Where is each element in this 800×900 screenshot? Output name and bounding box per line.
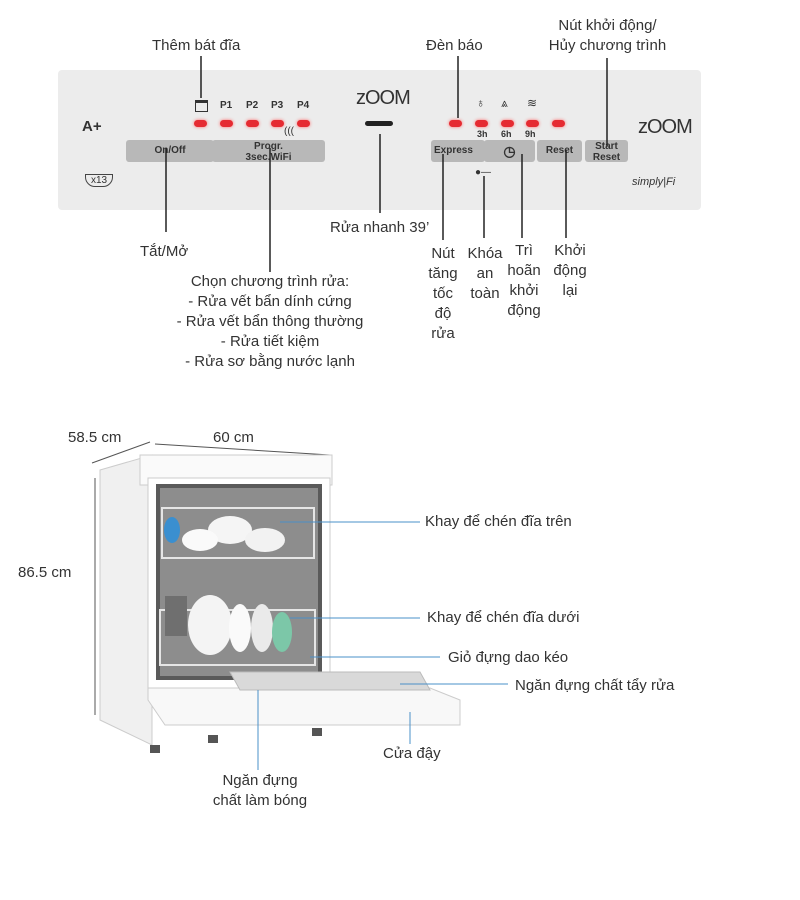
led-indicator-2: [475, 120, 488, 127]
express-button[interactable]: Express: [431, 140, 485, 162]
label-express: Nút tăng tốc độ rửa: [428, 245, 458, 342]
program-p4: P4: [297, 100, 310, 111]
led-p3: [271, 120, 284, 127]
reset-button[interactable]: Reset: [537, 140, 582, 162]
salt-icon: ♁: [476, 96, 485, 110]
label-delay-start: Trì hoãn khởi động: [507, 242, 541, 319]
zoom-logo-right: zOOM: [638, 116, 693, 138]
program-button[interactable]: Progr. 3sec.WiFi: [212, 140, 325, 163]
led-p1: [220, 120, 233, 127]
led-p2: [246, 120, 259, 127]
led-p4: [297, 120, 310, 127]
label-detergent: Ngăn đựng chất tẩy rửa: [515, 677, 675, 694]
zoom-logo: zOOM: [356, 87, 411, 109]
simply-fi-logo: simply|Fi: [632, 176, 676, 188]
label-indicator-lights: Đèn báo: [426, 37, 483, 54]
clock-icon: ◷: [503, 143, 516, 159]
program-p1: P1: [220, 100, 233, 111]
label-cutlery-basket: Giỏ đựng dao kéo: [448, 649, 569, 666]
rinse-icon: ⩓: [501, 96, 508, 110]
label-quick-wash: Rửa nhanh 39’: [330, 219, 430, 236]
key-lock-icon: ●—: [475, 167, 492, 178]
label-on-off: Tắt/Mở: [140, 243, 189, 260]
delay-3h: 3h: [477, 129, 488, 139]
wifi-icon: (((: [284, 126, 294, 137]
label-add-dishes: Thêm bát đĩa: [152, 37, 241, 54]
energy-label-logo: A+: [82, 118, 102, 135]
start-reset-button[interactable]: Start Reset: [585, 140, 628, 163]
label-child-lock: Khóa an toàn: [467, 245, 503, 302]
led-indicator-4: [526, 120, 539, 127]
label-reset: Khởi động lại: [553, 242, 587, 299]
label-upper-rack: Khay để chén đĩa trên: [425, 513, 572, 530]
steam-icon: ≋: [527, 96, 538, 110]
label-program-select: Chọn chương trình rửa: - Rửa vết bẩn dín…: [176, 273, 364, 370]
program-p2: P2: [246, 100, 259, 111]
dimension-depth: 58.5 cm: [68, 429, 122, 446]
quick-wash-indicator: [365, 121, 393, 126]
on-off-button[interactable]: On/Off: [126, 140, 214, 162]
label-lower-rack: Khay để chén đĩa dưới: [427, 609, 580, 626]
program-p3: P3: [271, 100, 284, 111]
led-indicator-3: [501, 120, 514, 127]
delay-6h: 6h: [501, 129, 512, 139]
dimension-height: 86.5 cm: [18, 564, 72, 581]
label-rinse-aid: Ngăn đựng chất làm bóng: [212, 772, 308, 809]
label-start-cancel: Nút khởi động/ Hủy chương trình: [548, 17, 667, 54]
add-dishes-icon: [195, 100, 208, 112]
delay-9h: 9h: [525, 129, 536, 139]
led-add-dishes: [194, 120, 207, 127]
label-door: Cửa đậy: [383, 745, 441, 762]
dimension-width: 60 cm: [213, 429, 254, 446]
led-indicator-1: [449, 120, 462, 127]
led-indicator-5: [552, 120, 565, 127]
